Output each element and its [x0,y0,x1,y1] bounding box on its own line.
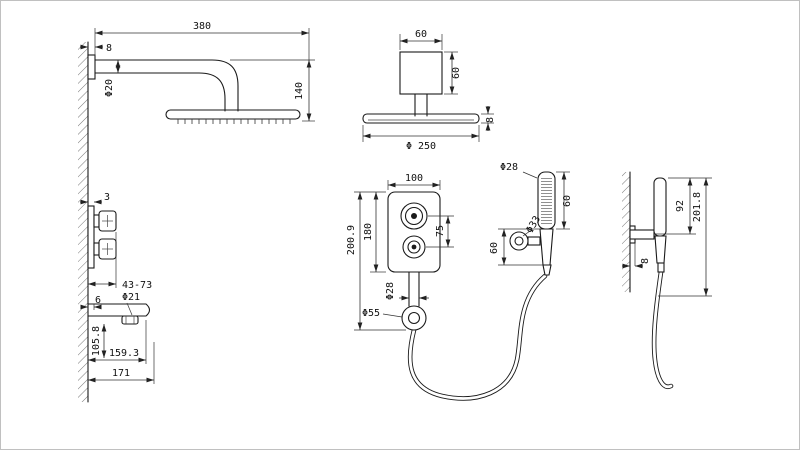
side-view-valve-spout: 3 43-73 Φ21 6 105.8 159.3 171 [80,192,155,384]
side-view-rain-shower: 380 8 Φ20 140 [80,21,315,124]
wall-hatch [78,42,88,402]
handheld-hose-nut [542,264,552,276]
handheld-side-handle [654,235,667,264]
ceiling-mount [399,51,443,95]
knob1-stem [93,214,100,228]
dim-head-thickness: 8 [485,117,496,123]
dim-plate-width: 100 [405,173,423,184]
dim-knob-spacing: 75 [435,225,446,237]
wall-hatch-right [622,172,630,292]
front-view-mixer: 100 200.9 180 75 Φ28 Φ55 [346,173,548,401]
dim-outlet-flange-dia: Φ55 [362,308,380,319]
outlet-flange [401,305,427,331]
dim-outlet-pipe-dia: Φ28 [385,282,396,300]
dim-handheld-dia: Φ28 [500,162,518,173]
dim-handle-reach: 43-73 [122,280,152,291]
spout-nozzle [121,315,139,325]
right-wall [622,171,631,293]
dim-total-height: 200.9 [346,225,357,255]
bracket-arm-side [629,229,655,240]
dim-plate-height: 180 [363,223,374,241]
dim-spout-reach-center: 159.3 [109,348,139,359]
spout-side [87,303,151,317]
shower-arm-inner [87,72,226,112]
valve-plate-side [87,205,95,269]
dim-mount-width: 60 [415,29,427,40]
handheld-side-body [653,177,667,237]
dim-head-dia: Φ 250 [406,141,436,152]
dim-arm-pipe-dia: Φ20 [104,79,115,97]
handheld-face [541,177,552,224]
dim-flange-thickness: 8 [106,43,112,54]
dim-arm-length: 380 [193,21,211,32]
dim-spout-dia: Φ21 [122,292,140,303]
knob2-stem [93,242,100,256]
mixer-plate [387,191,441,273]
shower-arm-outer [87,59,239,112]
dim-spout-gap: 6 [95,295,101,306]
dim-drop-height: 140 [294,82,305,100]
dim-plate-thickness: 3 [104,192,110,203]
arm-wall-flange [87,54,96,80]
dim-spout-drop: 105.8 [91,326,102,356]
dim-spout-reach-total: 171 [112,368,130,379]
side-view-handheld: 92 201.8 8 [622,177,712,390]
dim-handheld-handle-length: 60 [489,242,500,254]
dim-mount-height: 60 [451,67,462,79]
rain-head-nozzles [174,119,294,124]
handheld-side-nut [657,262,665,273]
dim-upper-length: 92 [675,200,686,212]
left-wall [78,41,89,403]
front-view-rain-head: 60 60 Φ 250 8 [362,29,496,152]
dim-handheld-head-length: 60 [562,195,573,207]
dim-total-length: 201.8 [692,192,703,222]
dim-bracket-thickness: 8 [640,258,651,264]
bracket-arm [527,236,541,246]
rain-head-front [362,113,480,124]
